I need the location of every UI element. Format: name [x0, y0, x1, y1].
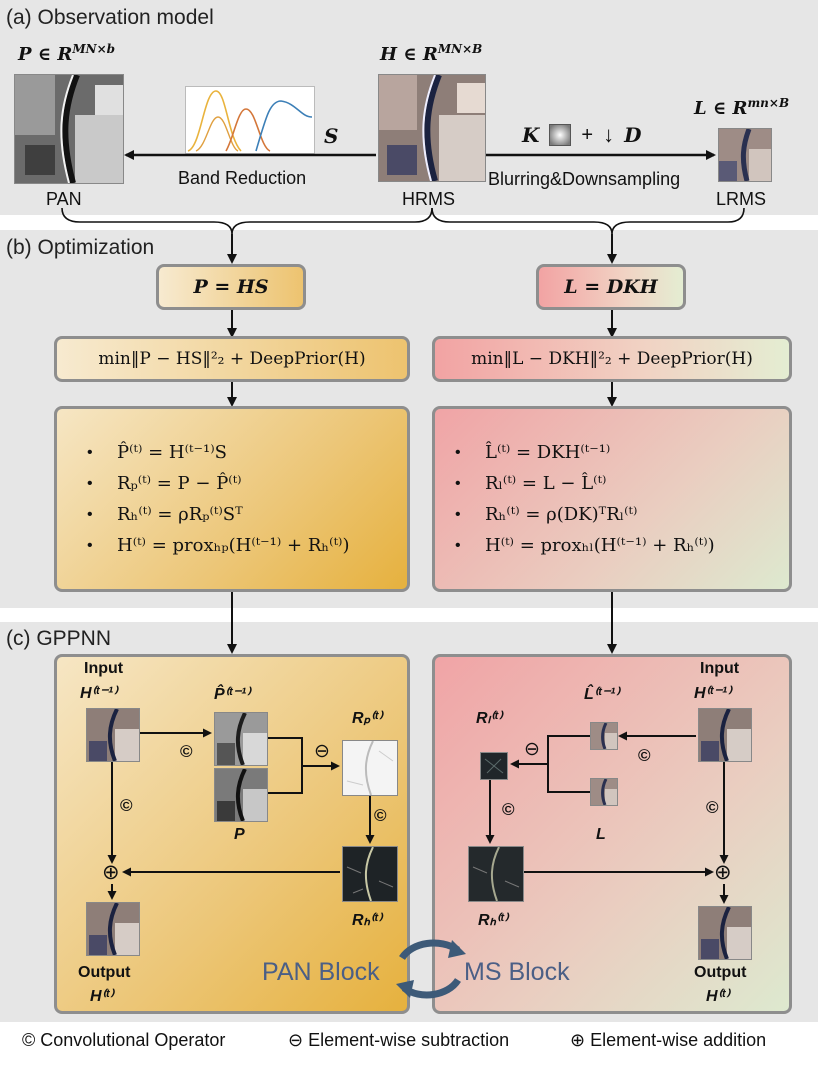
ms-l-image	[590, 778, 618, 806]
ms-rh-image	[468, 846, 524, 902]
pan-rp-image	[342, 740, 398, 796]
blurring-label: Blurring&Downsampling	[488, 169, 681, 189]
ms-output-h-label: H⁽ᵗ⁾	[706, 988, 730, 1005]
hrms-image	[378, 74, 486, 182]
pan-step: •H⁽ᵗ⁾ = proxₕₚ(H⁽ᵗ⁻¹⁾ + Rₕ⁽ᵗ⁾)	[87, 535, 350, 556]
pan-image	[14, 74, 124, 184]
pan-rh-image	[342, 846, 398, 902]
ms-rl-image	[480, 752, 508, 780]
ms-iteration-steps: •L̂⁽ᵗ⁾ = DKH⁽ᵗ⁻¹⁾ •Rₗ⁽ᵗ⁾ = L − L̂⁽ᵗ⁾ •Rₕ…	[455, 437, 715, 561]
ms-lhat-image	[590, 722, 618, 750]
pan-step: •P̂⁽ᵗ⁾ = H⁽ᵗ⁻¹⁾S	[87, 442, 227, 463]
pan-input-h-label: H⁽ᵗ⁻¹⁾	[80, 685, 117, 702]
pan-rh-label: Rₕ⁽ᵗ⁾	[352, 912, 382, 929]
pan-iteration-steps: •P̂⁽ᵗ⁾ = H⁽ᵗ⁻¹⁾S •Rₚ⁽ᵗ⁾ = P − P̂⁽ᵗ⁾ •Rₕ⁽…	[87, 437, 350, 561]
pan-objective-box: min‖P − HS‖²₂ + DeepPrior(H)	[54, 336, 410, 382]
pan-add-symbol: ⊕	[102, 861, 120, 884]
ms-iteration-box: •L̂⁽ᵗ⁾ = DKH⁽ᵗ⁻¹⁾ •Rₗ⁽ᵗ⁾ = L − L̂⁽ᵗ⁾ •Rₕ…	[432, 406, 792, 592]
ms-lhat-label: L̂⁽ᵗ⁻¹⁾	[584, 686, 620, 703]
ms-conv-symbol-3: ©	[706, 798, 719, 817]
ms-step: •H⁽ᵗ⁾ = proxₕₗ(H⁽ᵗ⁻¹⁾ + Rₕ⁽ᵗ⁾)	[455, 535, 715, 556]
ms-l-label: L	[596, 826, 606, 843]
lrms-formula: L ∈ Rmn×B	[694, 96, 790, 119]
ms-rl-label: Rₗ⁽ᵗ⁾	[476, 710, 502, 727]
hrms-formula: H ∈ RMN×B	[380, 42, 483, 65]
pan-block-label: PAN Block	[262, 958, 380, 986]
ms-step: •L̂⁽ᵗ⁾ = DKH⁽ᵗ⁻¹⁾	[455, 442, 611, 463]
ms-step: •Rₗ⁽ᵗ⁾ = L − L̂⁽ᵗ⁾	[455, 473, 607, 494]
pan-conv-symbol-3: ©	[374, 806, 387, 825]
hrms-name: HRMS	[402, 189, 455, 209]
ms-output-image	[698, 906, 752, 960]
pan-iteration-box: •P̂⁽ᵗ⁾ = H⁽ᵗ⁻¹⁾S •Rₚ⁽ᵗ⁾ = P − P̂⁽ᵗ⁾ •Rₕ⁽…	[54, 406, 410, 592]
legend-add: ⊕ Element-wise addition	[570, 1030, 767, 1050]
pan-model-box: P = HS	[156, 264, 306, 310]
downsample-arrow-icon: ↓	[603, 122, 615, 147]
pan-output-label: Output	[78, 964, 131, 981]
pan-phat-image	[214, 712, 268, 766]
pan-conv-symbol-2: ©	[120, 796, 133, 815]
ms-step: •Rₕ⁽ᵗ⁾ = ρ(DK)ᵀRₗ⁽ᵗ⁾	[455, 504, 638, 525]
blur-operator: K + ↓ D	[522, 122, 642, 147]
ms-conv-symbol-1: ©	[638, 746, 651, 765]
pan-output-image	[86, 902, 140, 956]
pan-output-h-label: H⁽ᵗ⁾	[90, 988, 114, 1005]
legend-conv: © Convolutional Operator	[22, 1030, 226, 1050]
ms-minus-symbol: ⊖	[524, 739, 540, 760]
lrms-image	[718, 128, 772, 182]
ms-output-label: Output	[694, 964, 747, 981]
pan-step: •Rₚ⁽ᵗ⁾ = P − P̂⁽ᵗ⁾	[87, 473, 242, 494]
pan-p-image	[214, 768, 268, 822]
ms-block-label: MS Block	[464, 958, 570, 986]
blur-kernel-icon	[549, 124, 572, 146]
pan-formula: P ∈ RMN×b	[18, 42, 116, 65]
legend-sub: ⊖ Element-wise subtraction	[288, 1030, 510, 1050]
pan-phat-label: P̂⁽ᵗ⁻¹⁾	[214, 686, 251, 703]
ms-conv-symbol-2: ©	[502, 800, 515, 819]
pan-name: PAN	[46, 189, 82, 209]
ms-model-box: L = DKH	[536, 264, 686, 310]
ms-objective-box: min‖L − DKH‖²₂ + DeepPrior(H)	[432, 336, 792, 382]
section-a-title: (a) Observation model	[6, 6, 214, 29]
pan-input-label: Input	[84, 660, 124, 677]
ms-input-label: Input	[700, 660, 740, 677]
pan-step: •Rₕ⁽ᵗ⁾ = ρRₚ⁽ᵗ⁾Sᵀ	[87, 504, 243, 525]
spectral-response-chart	[185, 86, 315, 154]
pan-minus-symbol: ⊖	[314, 741, 330, 762]
pan-input-image	[86, 708, 140, 762]
pan-p-label: P	[234, 826, 245, 843]
ms-rh-label: Rₕ⁽ᵗ⁾	[478, 912, 508, 929]
ms-input-image	[698, 708, 752, 762]
ms-add-symbol: ⊕	[714, 861, 732, 884]
ms-input-h-label: H⁽ᵗ⁻¹⁾	[694, 685, 731, 702]
section-c-title: (c) GPPNN	[6, 627, 111, 650]
lrms-name: LRMS	[716, 189, 767, 209]
band-reduction-label: Band Reduction	[178, 168, 307, 188]
pan-rp-label: Rₚ⁽ᵗ⁾	[352, 710, 383, 727]
s-label: S	[324, 124, 339, 148]
pan-conv-symbol-1: ©	[180, 742, 193, 761]
section-b-title: (b) Optimization	[6, 236, 155, 259]
